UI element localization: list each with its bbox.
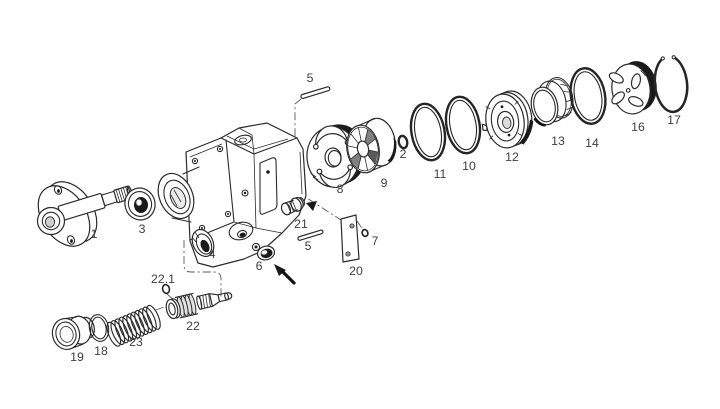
part-label-7: 7 — [372, 234, 379, 248]
part-18-o-ring — [88, 314, 110, 342]
part-label-6: 6 — [256, 259, 263, 273]
part-12-pressure-plate — [481, 90, 534, 149]
part-7-pin — [361, 228, 369, 238]
part-5-pin-top — [300, 86, 331, 100]
part-21-screw-plug — [280, 196, 306, 216]
pointer-arrow-6 — [274, 264, 296, 285]
part-label-16: 16 — [631, 120, 645, 134]
part-label-14: 14 — [585, 136, 599, 150]
part-label-10: 10 — [462, 159, 476, 173]
part-label-19: 19 — [70, 350, 84, 364]
part-11-o-ring — [409, 102, 447, 162]
part-label-5: 5 — [305, 239, 312, 253]
part-label-22-1: 22.1 — [151, 272, 175, 286]
part-label-12: 12 — [505, 150, 519, 164]
part-label-11: 11 — [434, 167, 447, 181]
part-2-small-o-ring — [397, 134, 409, 150]
insert-direction-arrow-21 — [306, 201, 317, 211]
part-10-o-ring — [444, 95, 482, 155]
part-label-5: 5 — [307, 71, 314, 85]
part-label-13: 13 — [551, 134, 565, 148]
part-label-4: 4 — [209, 247, 216, 261]
part-label-1: 1 — [91, 227, 98, 241]
part-17-snap-ring — [653, 55, 689, 114]
part-6-plug — [256, 245, 276, 261]
part-label-2: 2 — [400, 147, 407, 161]
part-20-shim-plate — [340, 214, 360, 263]
part-23-spring — [106, 304, 161, 347]
part-1-drive-shaft-flange — [36, 181, 134, 247]
part-3-shaft-seal — [124, 187, 156, 221]
part-22-1-small-o-ring — [161, 283, 171, 295]
part-label-22: 22 — [186, 319, 200, 333]
part-13-bearing — [530, 76, 574, 127]
part-5-pin-bottom — [297, 229, 324, 241]
part-label-17: 17 — [667, 113, 681, 127]
part-4-pump-housing — [157, 122, 307, 268]
part-label-18: 18 — [94, 344, 108, 358]
part-9-rotor — [346, 117, 397, 174]
part-16-cover-disc — [608, 61, 657, 115]
part-14-o-ring — [569, 67, 607, 125]
part-label-21: 21 — [294, 217, 308, 231]
part-label-23: 23 — [129, 335, 143, 349]
part-label-8: 8 — [337, 182, 344, 196]
part-label-9: 9 — [381, 176, 388, 190]
part-label-20: 20 — [349, 264, 363, 278]
part-label-3: 3 — [139, 222, 146, 236]
part-22-valve-cartridge — [165, 292, 233, 320]
